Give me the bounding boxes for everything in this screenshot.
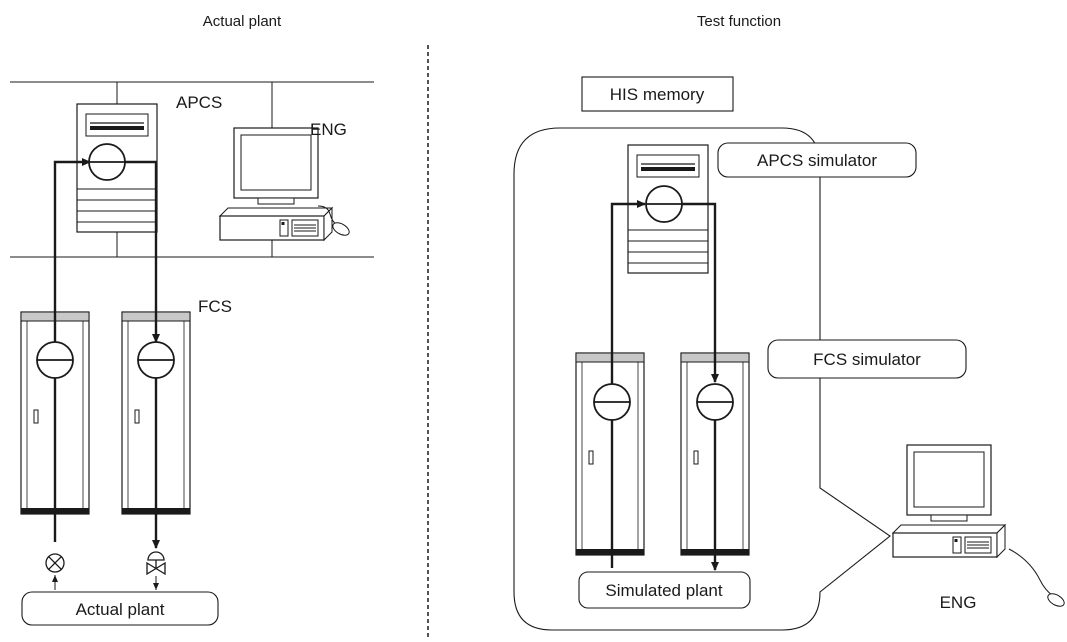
input-signal-path: [53, 158, 91, 542]
actual-plant-box: [21, 591, 219, 626]
control-valve-icon: [146, 551, 166, 576]
left-panel-heading: Actual plant: [203, 13, 282, 30]
actual-plant-label: Actual plant: [76, 600, 165, 619]
right-panel-heading: Test function: [697, 13, 781, 30]
apcs-simulator-box: [717, 142, 917, 178]
his-memory-box: [581, 76, 734, 112]
simulated-input-signal-path: [610, 200, 646, 568]
simulated-plant-label: Simulated plant: [605, 581, 722, 600]
output-function-block-icon: [137, 341, 175, 379]
fcs-simulator-label: FCS simulator: [813, 350, 921, 369]
eng-workstation-icon: [892, 444, 1006, 558]
simulated-input-function-block-icon: [593, 383, 631, 421]
fcs-simulator-box: [767, 339, 967, 379]
input-function-block-icon: [36, 341, 74, 379]
apcs-simulator-label: APCS simulator: [757, 151, 877, 170]
simulated-plant-box: [578, 571, 751, 609]
apcs-label: APCS: [176, 93, 222, 112]
fcs-label: FCS: [198, 297, 232, 316]
eng-label: ENG: [940, 593, 977, 612]
flow-sensor-icon: [45, 553, 65, 573]
eng-workstation-icon: [219, 127, 333, 241]
simulated-output-function-block-icon: [696, 383, 734, 421]
mouse-cable: [1008, 548, 1053, 596]
eng-label: ENG: [310, 120, 347, 139]
mouse-icon: [1045, 590, 1067, 610]
apcs-function-block-icon: [88, 143, 126, 181]
his-memory-label: HIS memory: [610, 85, 705, 104]
apcs-simulator-function-block-icon: [645, 185, 683, 223]
